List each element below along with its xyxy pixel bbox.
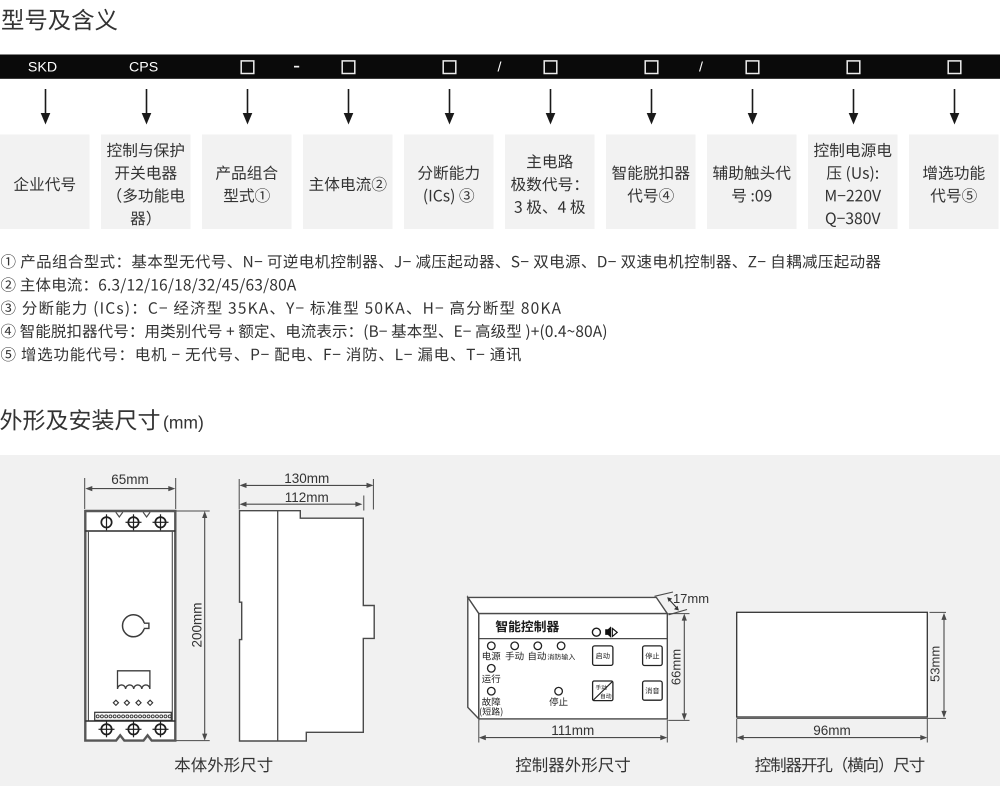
svg-text:/: / — [699, 60, 703, 76]
svg-text:SKD: SKD — [28, 60, 57, 76]
svg-text:96mm: 96mm — [813, 723, 851, 738]
svg-text:66mm: 66mm — [668, 649, 683, 685]
svg-text:112mm: 112mm — [285, 490, 329, 505]
svg-text:53mm: 53mm — [928, 646, 943, 682]
svg-text:65mm: 65mm — [111, 472, 149, 487]
svg-text:17mm: 17mm — [673, 591, 709, 606]
svg-text:111mm: 111mm — [551, 723, 594, 738]
svg-text:/: / — [498, 60, 502, 76]
svg-text:130mm: 130mm — [284, 471, 329, 486]
svg-text:(mm): (mm) — [163, 413, 204, 433]
svg-text:CPS: CPS — [129, 60, 158, 76]
svg-text:200mm: 200mm — [189, 602, 204, 647]
